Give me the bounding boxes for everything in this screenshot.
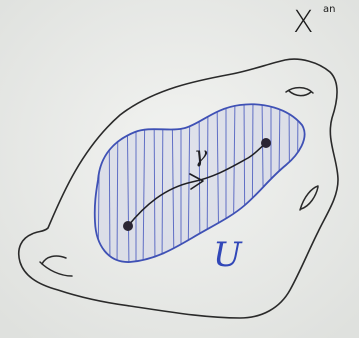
start-point	[123, 221, 133, 231]
region-label: U	[213, 238, 242, 272]
space-label: X	[293, 8, 314, 38]
space-superscript: an	[323, 5, 335, 15]
path-label: γ	[194, 145, 207, 167]
end-point	[261, 138, 271, 148]
